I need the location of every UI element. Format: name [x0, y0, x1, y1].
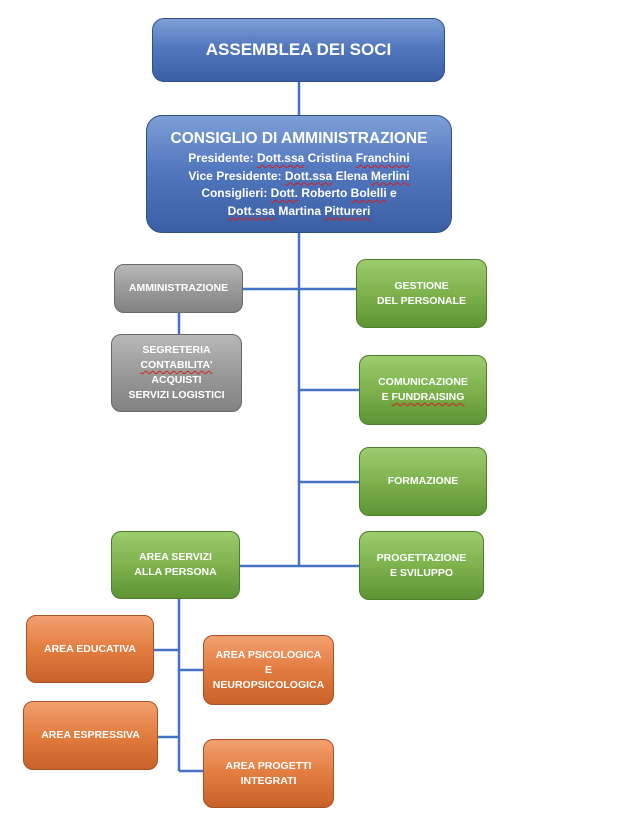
area-psicologica-line-3: NEUROPSICOLOGICA [212, 678, 325, 691]
assemblea-box: ASSEMBLEA DEI SOCI [152, 18, 445, 82]
comunicazione-box: COMUNICAZIONE E FUNDRAISING [359, 355, 487, 425]
assemblea-label: ASSEMBLEA DEI SOCI [205, 40, 392, 59]
consiglio-presidente: Presidente: Dott.ssa Cristina Franchini [188, 151, 410, 165]
progettazione-line-1: PROGETTAZIONE [376, 551, 467, 564]
consiglio-consiglieri-2: Dott.ssa Martina Pittureri [227, 203, 371, 218]
gestione-line-1: GESTIONE [394, 279, 449, 292]
area-espressiva-box: AREA ESPRESSIVA [23, 701, 158, 770]
area-educativa-label: AREA EDUCATIVA [44, 642, 136, 655]
area-psicologica-line-2: E [264, 663, 272, 676]
area-progetti-line-2: INTEGRATI [240, 774, 297, 787]
amministrazione-box: AMMINISTRAZIONE [114, 264, 243, 313]
segreteria-line-3: ACQUISTI [151, 374, 202, 386]
area-servizi-box: AREA SERVIZI ALLA PERSONA [111, 531, 240, 599]
area-progetti-line-1: AREA PROGETTI [225, 759, 312, 772]
comunicazione-line-1: COMUNICAZIONE [378, 376, 468, 388]
consiglio-vice-presidente: Vice Presidente: Dott.ssa Elena Merlini [188, 168, 410, 183]
progettazione-box: PROGETTAZIONE E SVILUPPO [359, 531, 484, 600]
comunicazione-line-2: E FUNDRAISING [381, 391, 465, 403]
segreteria-box: SEGRETERIA CONTABILITA' ACQUISTI SERVIZI… [111, 334, 242, 412]
segreteria-line-4: SERVIZI LOGISTICI [128, 389, 225, 401]
consiglio-box: CONSIGLIO DI AMMINISTRAZIONE Presidente:… [146, 115, 452, 233]
area-espressiva-label: AREA ESPRESSIVA [41, 729, 140, 741]
area-servizi-line-2: ALLA PERSONA [134, 566, 217, 578]
consiglio-consiglieri: Consiglieri: Dott. Roberto Bolelli e [201, 186, 397, 200]
area-servizi-line-1: AREA SERVIZI [139, 551, 212, 563]
formazione-box: FORMAZIONE [359, 447, 487, 516]
area-psicologica-line-1: AREA PSICOLOGICA [215, 648, 322, 661]
area-progetti-box: AREA PROGETTI INTEGRATI [203, 739, 334, 808]
gestione-box: GESTIONE DEL PERSONALE [356, 259, 487, 328]
area-psicologica-box: AREA PSICOLOGICA E NEUROPSICOLOGICA [203, 635, 334, 705]
progettazione-line-2: E SVILUPPO [389, 566, 453, 579]
consiglio-title: CONSIGLIO DI AMMINISTRAZIONE [170, 130, 428, 147]
amministrazione-label: AMMINISTRAZIONE [128, 282, 229, 294]
segreteria-line-2: CONTABILITA' [140, 359, 213, 371]
formazione-label: FORMAZIONE [387, 475, 459, 487]
gestione-line-2: DEL PERSONALE [376, 294, 467, 307]
area-educativa-box: AREA EDUCATIVA [26, 615, 154, 683]
segreteria-line-1: SEGRETERIA [142, 344, 211, 356]
